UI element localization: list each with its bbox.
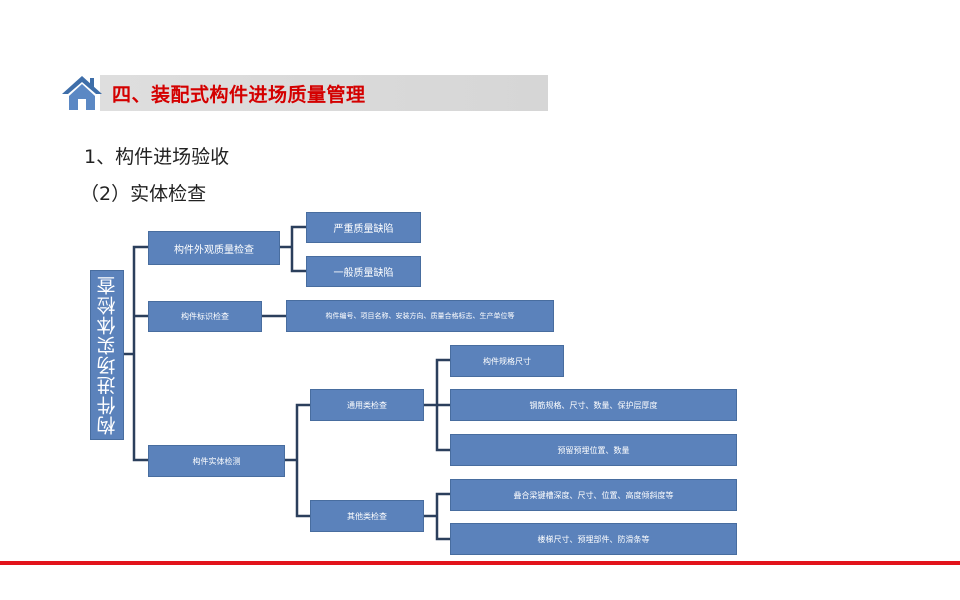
root-node: 构件进场实体检查 [90, 270, 124, 440]
node-entity-test: 构件实体检测 [148, 445, 285, 477]
page-title: 四、装配式构件进场质量管理 [112, 84, 366, 106]
node-general-defect: 一般质量缺陷 [306, 256, 421, 287]
node-general-check: 通用类检查 [310, 389, 424, 421]
node-spec-size: 构件规格尺寸 [450, 345, 564, 377]
node-marking-detail: 构件编号、项目名称、安装方向、质量合格标志、生产单位等 [286, 300, 554, 332]
section-heading: 1、构件进场验收 [84, 146, 230, 168]
home-icon[interactable] [60, 72, 104, 112]
title-banner [100, 75, 548, 111]
node-appearance-check: 构件外观质量检查 [148, 231, 280, 265]
subsection-heading: （2）实体检查 [80, 183, 207, 205]
footer-divider [0, 561, 960, 565]
node-stair-check: 楼梯尺寸、预埋部件、防滑条等 [450, 523, 737, 555]
node-marking-check: 构件标识检查 [148, 301, 262, 332]
node-other-check: 其他类检查 [310, 500, 424, 532]
node-beam-keyway: 叠合梁键槽深度、尺寸、位置、高度倾斜度等 [450, 479, 737, 511]
node-severe-defect: 严重质量缺陷 [306, 212, 421, 243]
node-rebar-check: 钢筋规格、尺寸、数量、保护层厚度 [450, 389, 737, 421]
node-embedded-position: 预留预埋位置、数量 [450, 434, 737, 466]
